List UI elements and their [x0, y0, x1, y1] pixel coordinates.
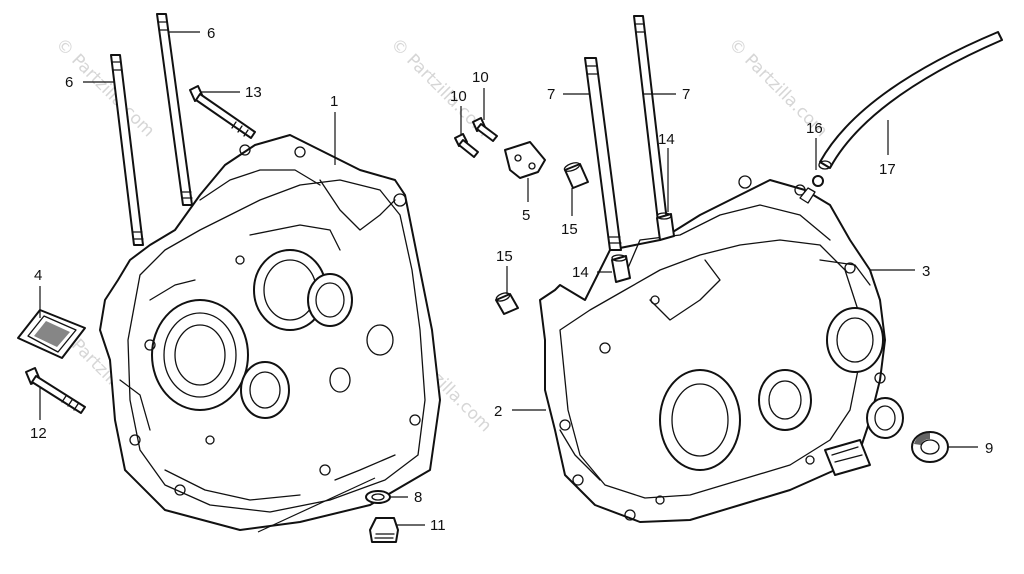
callout-10: 10 — [450, 88, 467, 105]
drain-plug-parts — [365, 490, 399, 543]
callout-14: 14 — [658, 131, 675, 148]
callout-7: 7 — [547, 86, 555, 103]
callout-10: 10 — [472, 69, 489, 86]
bolt-12 — [25, 367, 86, 414]
callout-labels: 6 6 13 1 4 12 8 11 10 10 5 15 15 7 7 14 … — [30, 25, 993, 534]
callout-8: 8 — [414, 489, 422, 506]
callout-6: 6 — [65, 74, 73, 91]
bracket-5 — [504, 141, 546, 179]
callout-9: 9 — [985, 440, 993, 457]
callout-2: 2 — [494, 403, 502, 420]
callout-14: 14 — [572, 264, 589, 281]
leader-lines — [39, 31, 978, 533]
bolts-10 — [454, 117, 498, 158]
callout-1: 1 — [330, 93, 338, 110]
callout-11: 11 — [430, 517, 446, 534]
plate-4 — [17, 309, 86, 359]
right-crankcase — [539, 175, 904, 523]
bolt-13 — [189, 85, 256, 139]
breather-tube — [812, 31, 1003, 187]
callout-13: 13 — [245, 84, 262, 101]
callout-16: 16 — [806, 120, 823, 137]
callout-15: 15 — [496, 248, 513, 265]
left-crankcase — [99, 134, 441, 531]
callout-17: 17 — [879, 161, 896, 178]
callout-7: 7 — [682, 86, 690, 103]
callout-12: 12 — [30, 425, 47, 442]
callout-15: 15 — [561, 221, 578, 238]
dowels-15 — [495, 162, 589, 315]
callout-6: 6 — [207, 25, 215, 42]
callout-4: 4 — [34, 267, 42, 284]
callout-3: 3 — [922, 263, 930, 280]
stud-bolts — [110, 13, 669, 251]
callout-5: 5 — [522, 207, 530, 224]
pins-14 — [611, 212, 675, 283]
oil-seal-9 — [911, 431, 949, 463]
